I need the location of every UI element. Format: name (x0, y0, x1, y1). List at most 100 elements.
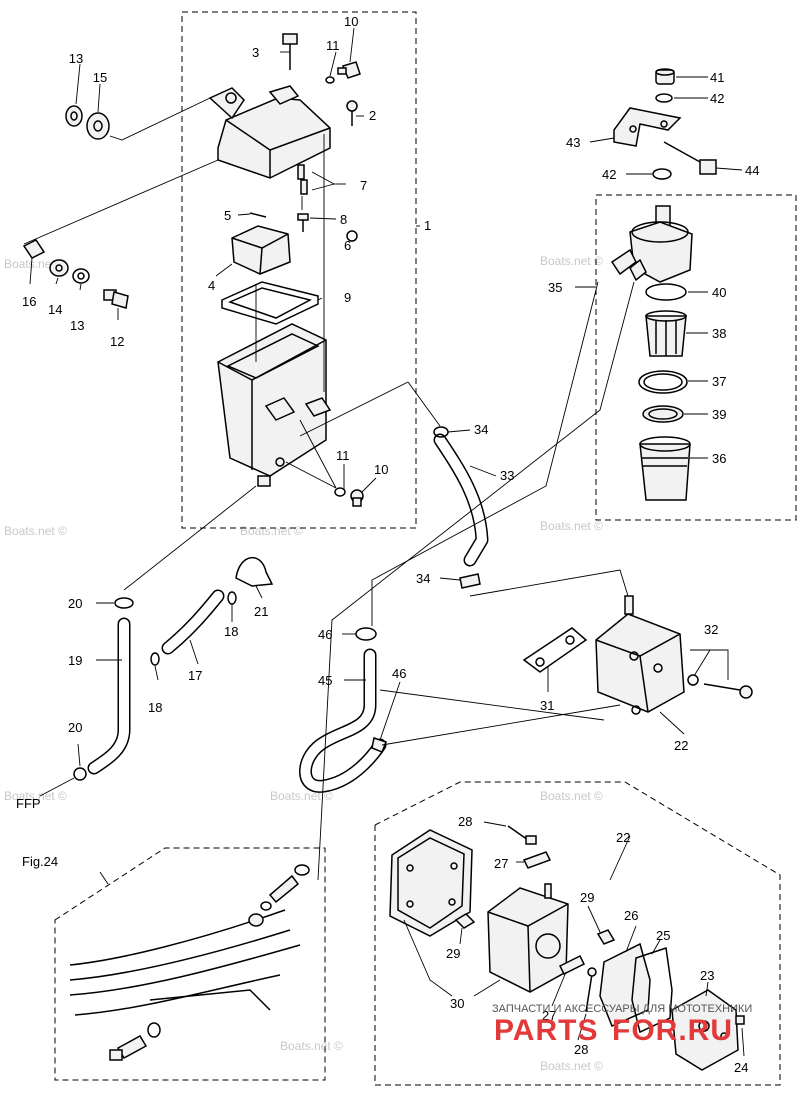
callout-34: 34 (416, 571, 430, 586)
callout-10: 10 (374, 462, 388, 477)
float-4 (231, 225, 291, 275)
o-ring-37 (638, 370, 688, 394)
filter-cup-36 (639, 436, 691, 501)
hose-19 (87, 617, 131, 775)
callout-18: 18 (148, 700, 162, 715)
hose-17 (161, 589, 225, 655)
o-ring-40 (645, 283, 687, 301)
callout-15: 15 (93, 70, 107, 85)
strap-21 (235, 556, 274, 587)
callout-32: 32 (704, 622, 718, 637)
callout-20: 20 (68, 720, 82, 735)
gasket-9 (221, 281, 319, 325)
callout-28: 28 (574, 1042, 588, 1057)
callout-6: 6 (344, 238, 351, 253)
grommet-15 (86, 112, 110, 140)
clip-20-top (114, 597, 134, 609)
screw-6 (346, 230, 358, 242)
callout-24: 24 (734, 1060, 748, 1075)
callout-18: 18 (224, 624, 238, 639)
callout-35: 35 (548, 280, 562, 295)
callout-38: 38 (712, 326, 726, 341)
callout-8: 8 (340, 212, 347, 227)
watermarks: Boats.net © Boats.net © Boats.net © Boat… (4, 254, 603, 1073)
watermark: Boats.net © (540, 254, 603, 268)
pump-body (487, 883, 569, 993)
watermark: Boats.net © (540, 1059, 603, 1073)
vapor-separator-cover (208, 85, 331, 179)
callout-45: 45 (318, 673, 332, 688)
callout-11: 11 (326, 38, 340, 53)
fuel-pump-22 (595, 595, 685, 715)
fig24-fittings (109, 864, 310, 1061)
callout-43: 43 (566, 135, 580, 150)
frame-part-35 (595, 194, 797, 521)
clip-18-left (150, 652, 160, 666)
plate-27-bottom (558, 954, 586, 976)
callout-26: 26 (624, 908, 638, 923)
screw-24 (735, 1015, 745, 1025)
callout-12: 12 (110, 334, 124, 349)
callout-44: 44 (745, 163, 759, 178)
cover-23 (671, 989, 739, 1071)
diaphragm-26 (599, 942, 651, 1028)
callout-41: 41 (710, 70, 724, 85)
bolt-12 (103, 289, 129, 309)
callout-11: 11 (336, 448, 350, 463)
callout-42: 42 (710, 91, 724, 106)
group-frames (54, 11, 797, 1086)
clip-20-bottom (73, 767, 87, 781)
pin-5 (249, 212, 267, 218)
watermark: Boats.net © (280, 1039, 343, 1053)
callout-28: 28 (458, 814, 472, 829)
callout-22: 22 (674, 738, 688, 753)
washer-42-bottom (652, 168, 672, 180)
callout-1: 1 (424, 218, 431, 233)
watermark: Boats.net © (4, 524, 67, 538)
brand-logo-left: PARTS (494, 1014, 598, 1047)
float-chamber (217, 323, 332, 487)
bolts-32 (687, 674, 753, 699)
gasket-31 (522, 627, 588, 673)
callout-9: 9 (344, 290, 351, 305)
callout-39: 39 (712, 407, 726, 422)
plate-27-top (522, 851, 552, 869)
screw-3 (282, 33, 298, 70)
callout-37: 37 (712, 374, 726, 389)
callout-29: 29 (580, 890, 594, 905)
callout-10: 10 (344, 14, 358, 29)
callout-46: 46 (318, 627, 332, 642)
callout-27: 27 (542, 1008, 556, 1023)
callout-2: 2 (369, 108, 376, 123)
grommet-13-top (65, 105, 83, 127)
nut-29-right (596, 929, 616, 945)
washer-13-bottom (72, 268, 90, 284)
filter-head (610, 205, 693, 283)
fig24-label: Fig.24 (22, 854, 58, 869)
callout-34: 34 (474, 422, 488, 437)
washer-11-bottom (334, 487, 346, 497)
watermark: Boats.net © (540, 519, 603, 533)
brand-logo-right: FOR.RU (612, 1014, 733, 1047)
screw-2 (346, 100, 358, 126)
frame-part-1 (181, 11, 417, 529)
element-38 (645, 310, 687, 357)
needle-valve-8 (297, 213, 309, 232)
ring-39 (642, 405, 684, 423)
callout-23: 23 (700, 968, 714, 983)
fitting-10-top (337, 61, 361, 79)
callout-30: 30 (450, 996, 464, 1011)
callout-27: 27 (494, 856, 508, 871)
fig24-engine-block (69, 909, 301, 1016)
callout-4: 4 (208, 278, 215, 293)
watermark: Boats.net © (240, 524, 303, 538)
site-branding: ЗАПЧАСТИ И АКСЕССУАРЫ ДЛЯ МОТОТЕХНИКИ PA… (492, 1003, 752, 1047)
clip-34-bottom (459, 573, 481, 589)
callout-22: 22 (616, 830, 630, 845)
screw-10-bottom (350, 489, 364, 507)
screw-28-bottom (585, 967, 597, 1013)
callout-7: 7 (360, 178, 367, 193)
nut-29-left (454, 913, 476, 929)
bolt-44 (663, 141, 717, 175)
clip-18-top (227, 591, 237, 605)
